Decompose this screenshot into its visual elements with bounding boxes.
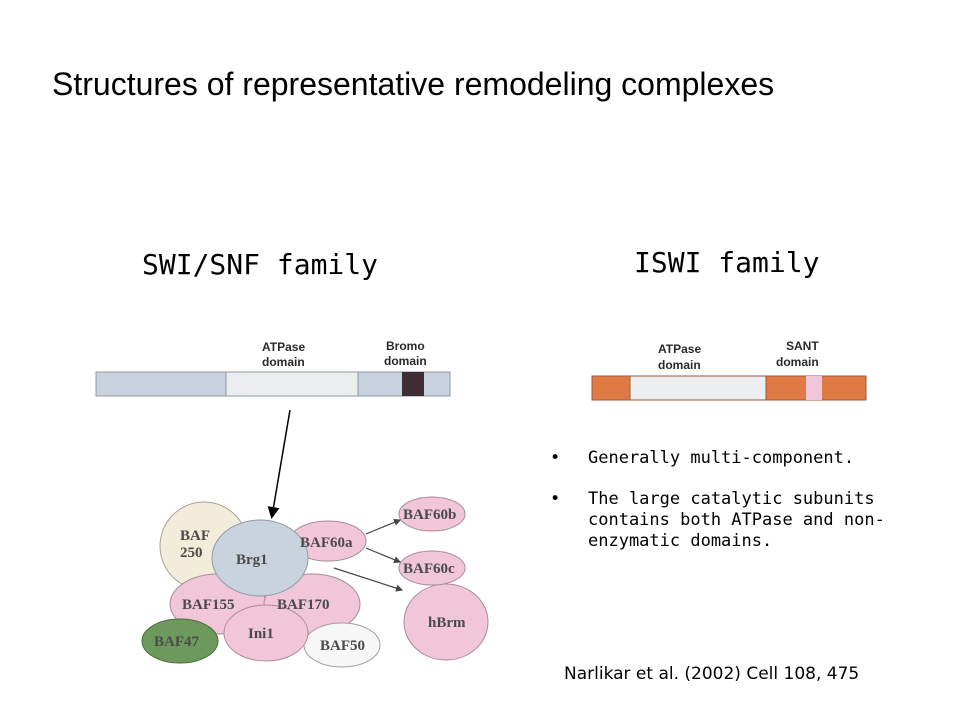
bullet-marker: • xyxy=(550,489,561,509)
baf60a-to-baf60b-arrow xyxy=(365,518,402,535)
bromo-label-line1: Bromo xyxy=(386,339,425,353)
bullet-item: • Generally multi-component. xyxy=(550,448,950,469)
baf60c-label: BAF60c xyxy=(403,561,455,577)
baf50-label: BAF50 xyxy=(320,638,365,654)
sant-label-line2: domain xyxy=(776,355,819,369)
swi-snf-atpase-label-line1: ATPase xyxy=(262,340,305,354)
bromo-label-line2: domain xyxy=(384,354,427,368)
baf155-label: BAF155 xyxy=(182,597,235,613)
brg1-subunit xyxy=(211,519,309,597)
swi-snf-atpase-label-line2: domain xyxy=(262,355,305,369)
baf47-subunit xyxy=(141,618,219,664)
brg1-label: Brg1 xyxy=(236,552,268,568)
baf250-label-line1: BAF xyxy=(180,528,210,544)
baf60a-to-hbrm-arrow xyxy=(333,567,404,592)
iswi-domain-bar xyxy=(591,375,867,401)
bullet-marker: • xyxy=(550,448,561,468)
baf250-label-line2: 250 xyxy=(180,545,203,561)
baf60c-subunit xyxy=(398,550,466,586)
bullet-item: • The large catalytic subunits contains … xyxy=(550,489,950,552)
ini1-subunit xyxy=(223,604,309,662)
hbrm-subunit xyxy=(403,583,489,661)
bullet-list: • Generally multi-component. • The large… xyxy=(550,448,950,572)
bullet-text: The large catalytic subunits contains bo… xyxy=(588,489,885,551)
hbrm-label: hBrm xyxy=(428,615,466,631)
sant-domain-segment xyxy=(806,376,822,400)
bromo-domain-segment xyxy=(402,372,424,396)
iswi-atpase-segment xyxy=(629,375,767,401)
ini1-label: Ini1 xyxy=(248,626,274,642)
bar-to-brg1-arrow xyxy=(267,409,291,519)
slide-title: Structures of representative remodeling … xyxy=(52,66,775,102)
baf170-label: BAF170 xyxy=(277,597,330,613)
iswi-atpase-label-line1: ATPase xyxy=(658,342,701,356)
swi-snf-family-heading: SWI/SNF family xyxy=(142,248,379,281)
iswi-family-heading: ISWI family xyxy=(634,246,820,279)
iswi-atpase-label-line2: domain xyxy=(658,358,701,372)
baf60b-subunit xyxy=(398,496,466,532)
baf60b-label: BAF60b xyxy=(403,507,456,523)
sant-label-line1: SANT xyxy=(786,339,819,353)
baf47-label: BAF47 xyxy=(154,634,200,650)
baf60a-label: BAF60a xyxy=(300,535,353,551)
swi-snf-atpase-segment xyxy=(225,371,359,397)
citation: Narlikar et al. (2002) Cell 108, 475 xyxy=(564,664,860,684)
baf60a-to-baf60c-arrow xyxy=(365,547,402,564)
swi-snf-domain-bar xyxy=(95,371,451,397)
bullet-text: Generally multi-component. xyxy=(588,448,855,468)
